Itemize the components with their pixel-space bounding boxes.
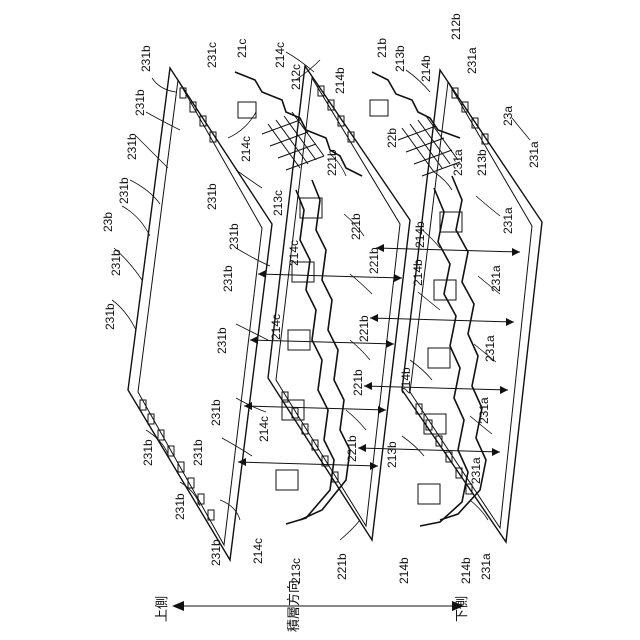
label-231a-2: 231a xyxy=(451,149,465,176)
label-212c: 212c xyxy=(289,64,303,90)
label-231b-c1: 231b xyxy=(205,183,219,210)
label-22b: 22b xyxy=(385,128,399,148)
label-221b-6: 221b xyxy=(345,435,359,462)
label-231b-c2: 231b xyxy=(227,223,241,250)
label-231b-6: 231b xyxy=(103,303,117,330)
label-214c-3: 214c xyxy=(287,240,301,266)
label-231b-c6: 231b xyxy=(191,439,205,466)
label-231a-5: 231a xyxy=(489,265,503,292)
label-214b-3: 214b xyxy=(413,221,427,248)
label-231a-8: 231a xyxy=(469,457,483,484)
label-231b-2: 231b xyxy=(133,89,147,116)
label-214c-5: 214c xyxy=(257,416,271,442)
label-213b-2: 213b xyxy=(475,149,489,176)
label-lower-side: 下側 xyxy=(455,596,470,622)
label-221b-2: 221b xyxy=(349,213,363,240)
label-23a: 23a xyxy=(501,106,515,126)
label-231b-1: 231b xyxy=(139,45,153,72)
arrow-head-upper-icon xyxy=(172,601,184,611)
label-21b: 21b xyxy=(375,38,389,58)
label-221b-1: 221b xyxy=(325,149,339,176)
label-231b-7: 231b xyxy=(141,439,155,466)
label-212b: 212b xyxy=(449,13,463,40)
label-214b-bottom: 214b xyxy=(459,557,473,584)
label-214c-2: 214c xyxy=(239,136,253,162)
label-214c-top: 214c xyxy=(273,42,287,68)
label-231a-1: 231a xyxy=(465,47,479,74)
label-214b-6: 214b xyxy=(397,557,411,584)
label-231a-3: 231a xyxy=(527,141,541,168)
label-221b-7: 221b xyxy=(335,553,349,580)
label-231b-9: 231b xyxy=(209,539,223,566)
label-231b-c5: 231b xyxy=(209,399,223,426)
label-231a-6: 231a xyxy=(483,335,497,362)
label-214c-6: 214c xyxy=(251,538,265,564)
label-214b-top: 214b xyxy=(333,67,347,94)
label-231c: 231c xyxy=(205,42,219,68)
label-23b: 23b xyxy=(101,212,115,232)
label-231a-4: 231a xyxy=(501,207,515,234)
label-221b-4: 221b xyxy=(357,315,371,342)
label-21c: 21c xyxy=(235,39,249,58)
label-213b-mid: 213b xyxy=(385,441,399,468)
label-221b-5: 221b xyxy=(351,369,365,396)
label-231a-7: 231a xyxy=(477,397,491,424)
label-upper-side: 上側 xyxy=(155,596,170,622)
direction-indicator: 上側 積層方向 下側 xyxy=(155,580,470,632)
label-231b-5: 231b xyxy=(109,249,123,276)
label-214b-5: 214b xyxy=(399,367,413,394)
label-214b-2: 214b xyxy=(419,55,433,82)
label-231b-3: 231b xyxy=(125,133,139,160)
label-231b-4: 231b xyxy=(117,177,131,204)
label-stacking-direction: 積層方向 xyxy=(286,580,302,632)
label-213b-top: 213b xyxy=(393,45,407,72)
label-213c-top: 213c xyxy=(271,190,285,216)
label-231a-9: 231a xyxy=(479,553,493,580)
label-214b-4: 214b xyxy=(411,259,425,286)
label-231b-8: 231b xyxy=(173,493,187,520)
label-231b-c4: 231b xyxy=(215,327,229,354)
label-221b-3: 221b xyxy=(367,247,381,274)
label-214c-4: 214c xyxy=(269,314,283,340)
label-231b-c3: 231b xyxy=(221,265,235,292)
